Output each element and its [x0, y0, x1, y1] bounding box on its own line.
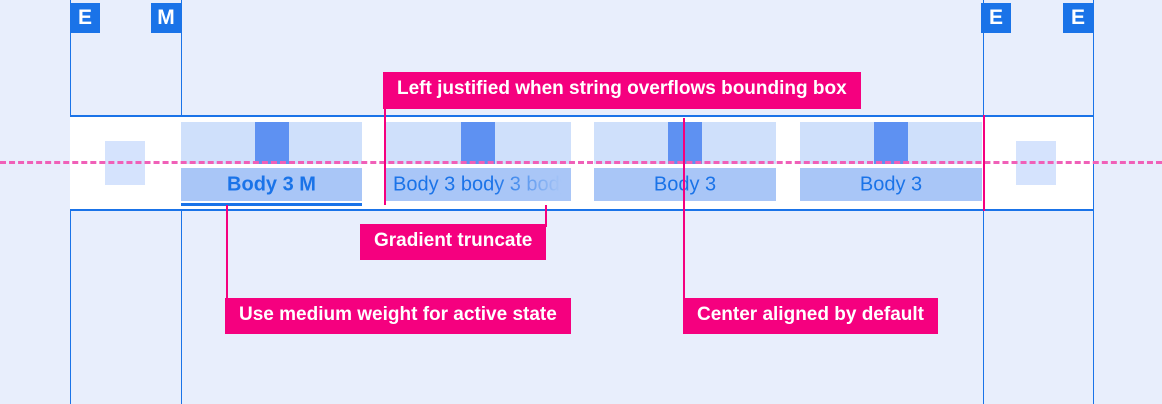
annotation-overflow: Left justified when string overflows bou…: [383, 72, 861, 109]
annotation-medium-weight: Use medium weight for active state: [225, 298, 571, 334]
tab-icon-placeholder-icon: [668, 122, 702, 164]
tab-label-band: Body 3 body 3 body 3: [385, 168, 571, 201]
tab-cell-3[interactable]: Body 3: [594, 122, 776, 203]
tab-icon-band: [594, 122, 776, 164]
leader-gradient: [545, 205, 547, 227]
badge-e-left-outer: E: [70, 3, 100, 33]
tab-icon-placeholder-icon: [461, 122, 495, 164]
tab-active-indicator: [181, 203, 362, 206]
tab-icon-placeholder-icon: [254, 122, 289, 164]
tab-label-band: Body 3: [800, 168, 982, 201]
badge-m-left-inner: M: [151, 3, 181, 33]
leader-overflow: [384, 109, 386, 205]
annotation-center-aligned: Center aligned by default: [683, 298, 938, 334]
tab-label: Body 3: [859, 173, 923, 195]
badge-e-right-outer: E: [1063, 3, 1093, 33]
tab-cell-1[interactable]: Body 3 M: [181, 122, 362, 206]
vertical-center-guideline: [0, 161, 1162, 164]
badge-e-right-inner: E: [981, 3, 1011, 33]
tab-cell-4[interactable]: Body 3: [800, 122, 982, 203]
tab-icon-placeholder-icon: [874, 122, 908, 164]
tab-cell-2[interactable]: Body 3 body 3 body 3: [385, 122, 571, 203]
tab-icon-band: [800, 122, 982, 164]
annotation-gradient-truncate: Gradient truncate: [360, 224, 547, 260]
guide-right-outer: [1093, 0, 1094, 404]
tab-label: Body 3 body 3 body 3: [393, 173, 571, 195]
leader-center-aligned: [683, 118, 685, 300]
leader-right-edge: [983, 115, 985, 211]
tab-label: Body 3: [653, 173, 717, 195]
tab-label-band: Body 3: [594, 168, 776, 201]
tab-icon-band: [385, 122, 571, 164]
tab-label: Body 3 M: [227, 173, 316, 195]
leader-medium-weight: [226, 205, 228, 300]
tab-label-band: Body 3 M: [181, 168, 362, 201]
tab-icon-band: [181, 122, 362, 164]
